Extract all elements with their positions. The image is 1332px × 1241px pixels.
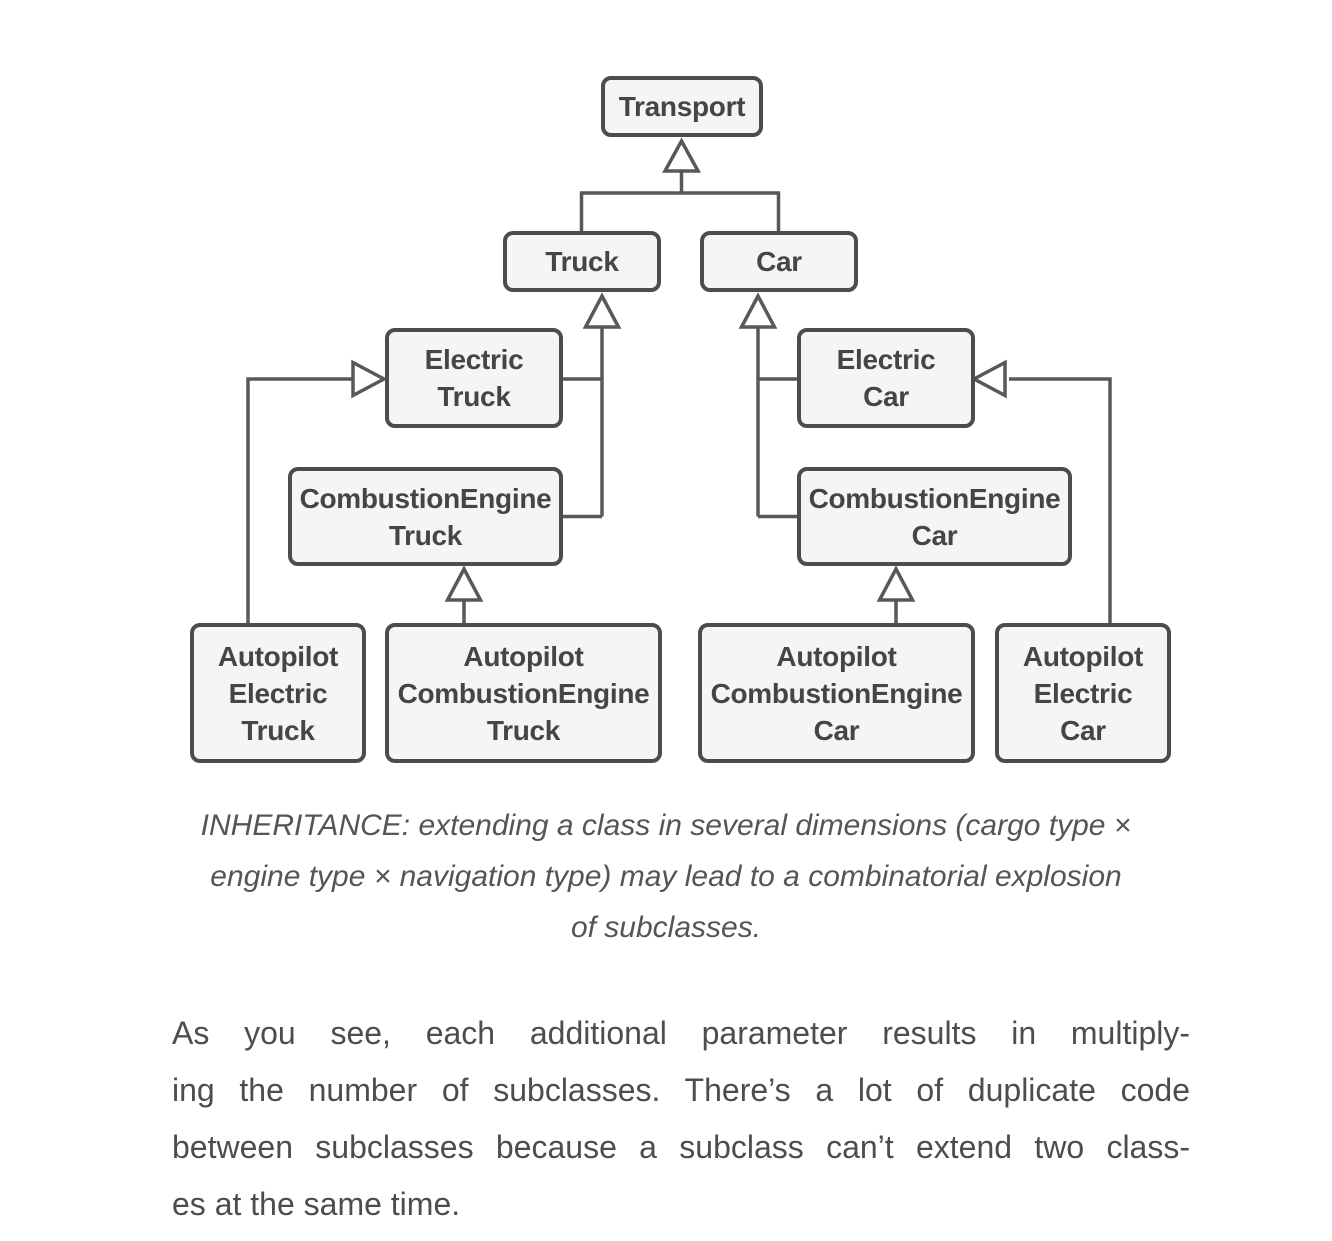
body-paragraph-line: between subclasses because a subclass ca…	[172, 1129, 1190, 1165]
class-label-car: Car	[756, 246, 802, 277]
class-box-autopilot-combustion-engine-truck: Autopilot CombustionEngine Truck	[385, 623, 662, 763]
body-paragraph: As you see, each additional parameter re…	[172, 1005, 1190, 1233]
body-paragraph-line: ing the number of subclasses. There’s a …	[172, 1072, 1190, 1108]
inheritance-arrow-ce-car	[876, 565, 916, 602]
class-box-truck: Truck	[503, 231, 661, 292]
inheritance-arrow-electric-truck	[351, 359, 388, 399]
figure-caption-line: of subclasses.	[570, 911, 762, 944]
class-label-autopilot-combustion-engine-truck: Autopilot CombustionEngine Truck	[397, 640, 650, 746]
class-box-electric-truck: Electric Truck	[385, 328, 563, 428]
class-label-autopilot-combustion-engine-car: Autopilot CombustionEngine Car	[710, 640, 963, 746]
class-label-electric-truck: Electric Truck	[424, 344, 524, 412]
inheritance-arrow-ce-truck	[444, 565, 484, 602]
connector-car-children	[756, 326, 798, 519]
class-label-transport: Transport	[618, 91, 746, 122]
body-paragraph-line: As you see, each additional parameter re…	[172, 1015, 1190, 1051]
class-box-autopilot-combustion-engine-car: Autopilot CombustionEngine Car	[698, 623, 975, 763]
class-label-combustion-engine-truck: CombustionEngine Truck	[299, 482, 552, 551]
figure-caption: INHERITANCE: extending a class in severa…	[151, 800, 1181, 953]
class-label-autopilot-electric-truck: Autopilot Electric Truck	[217, 640, 339, 746]
class-label-electric-car: Electric Car	[836, 344, 936, 412]
class-box-autopilot-electric-car: Autopilot Electric Car	[995, 623, 1171, 763]
inheritance-arrow-car	[738, 292, 778, 329]
inheritance-arrow-truck	[582, 292, 622, 329]
inheritance-arrow-transport	[662, 137, 701, 173]
class-label-autopilot-electric-car: Autopilot Electric Car	[1022, 640, 1144, 746]
class-box-combustion-engine-car: CombustionEngine Car	[797, 467, 1072, 566]
connector-transport-children	[579, 170, 781, 231]
class-box-transport: Transport	[601, 76, 763, 137]
figure-caption-line: INHERITANCE: extending a class in severa…	[200, 809, 1132, 842]
connector-truck-children	[562, 326, 604, 519]
class-label-combustion-engine-car: CombustionEngine Car	[808, 482, 1061, 551]
class-box-combustion-engine-truck: CombustionEngine Truck	[288, 467, 563, 566]
class-box-electric-car: Electric Car	[797, 328, 975, 428]
class-box-autopilot-electric-truck: Autopilot Electric Truck	[190, 623, 366, 763]
class-label-truck: Truck	[545, 246, 619, 277]
figure-caption-line: engine type × navigation type) may lead …	[210, 860, 1122, 893]
body-paragraph-line: es at the same time.	[172, 1186, 461, 1222]
class-box-car: Car	[700, 231, 858, 292]
inheritance-arrow-electric-car	[970, 359, 1007, 399]
